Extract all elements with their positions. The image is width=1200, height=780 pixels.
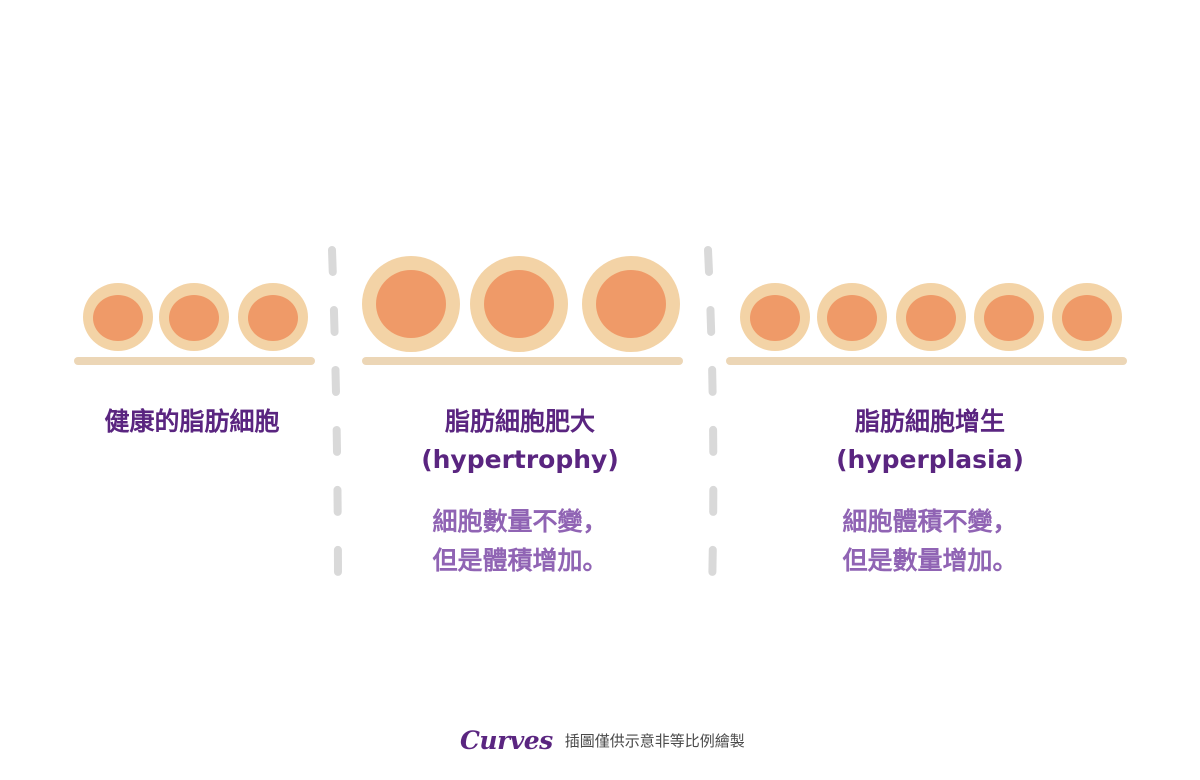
fat-cell [1052,283,1122,351]
hyperplasia-title: 脂肪細胞增生 (hyperplasia) [810,403,1050,479]
fat-cell-large [582,256,680,352]
fat-cell [974,283,1044,351]
hypertrophy-subtitle: (hypertrophy) [421,445,619,474]
healthy-title: 健康的脂肪細胞 [72,403,312,441]
divider-right [704,246,718,594]
hyperplasia-title-text: 脂肪細胞增生 [854,407,1005,436]
fat-cell [740,283,810,351]
fat-cell-large [362,256,460,352]
hypertrophy-title-text: 脂肪細胞肥大 [444,407,595,436]
hyperplasia-description: 細胞體積不變， 但是數量增加。 [810,502,1050,580]
fat-cell [238,283,308,351]
hypertrophy-description-line-1: 細胞數量不變， [432,507,608,536]
hyperplasia-subtitle: (hyperplasia) [836,445,1024,474]
fat-cell [83,283,153,351]
curves-logo: Curves [460,725,553,755]
healthy-title-text: 健康的脂肪細胞 [104,407,280,436]
fat-cell-large [470,256,568,352]
fat-cell [817,283,887,351]
fat-cell [896,283,966,351]
divider-left [328,246,342,594]
hyperplasia-description-line-1: 細胞體積不變， [842,507,1018,536]
cell-group-healthy [83,283,308,351]
cell-group-hyperplasia [740,283,1122,351]
footer-content: Curves 插圖僅供示意非等比例繪製 [460,722,745,758]
cell-group-hypertrophy [362,256,680,352]
hypertrophy-title: 脂肪細胞肥大 (hypertrophy) [400,403,640,479]
hypertrophy-description-line-2: 但是體積增加。 [432,546,608,575]
footer-disclaimer: 插圖僅供示意非等比例繪製 [564,731,745,750]
fat-cell [159,283,229,351]
footer: Curves 插圖僅供示意非等比例繪製 [0,722,1200,758]
hypertrophy-description: 細胞數量不變， 但是體積增加。 [400,502,640,580]
hyperplasia-description-line-2: 但是數量增加。 [842,546,1018,575]
